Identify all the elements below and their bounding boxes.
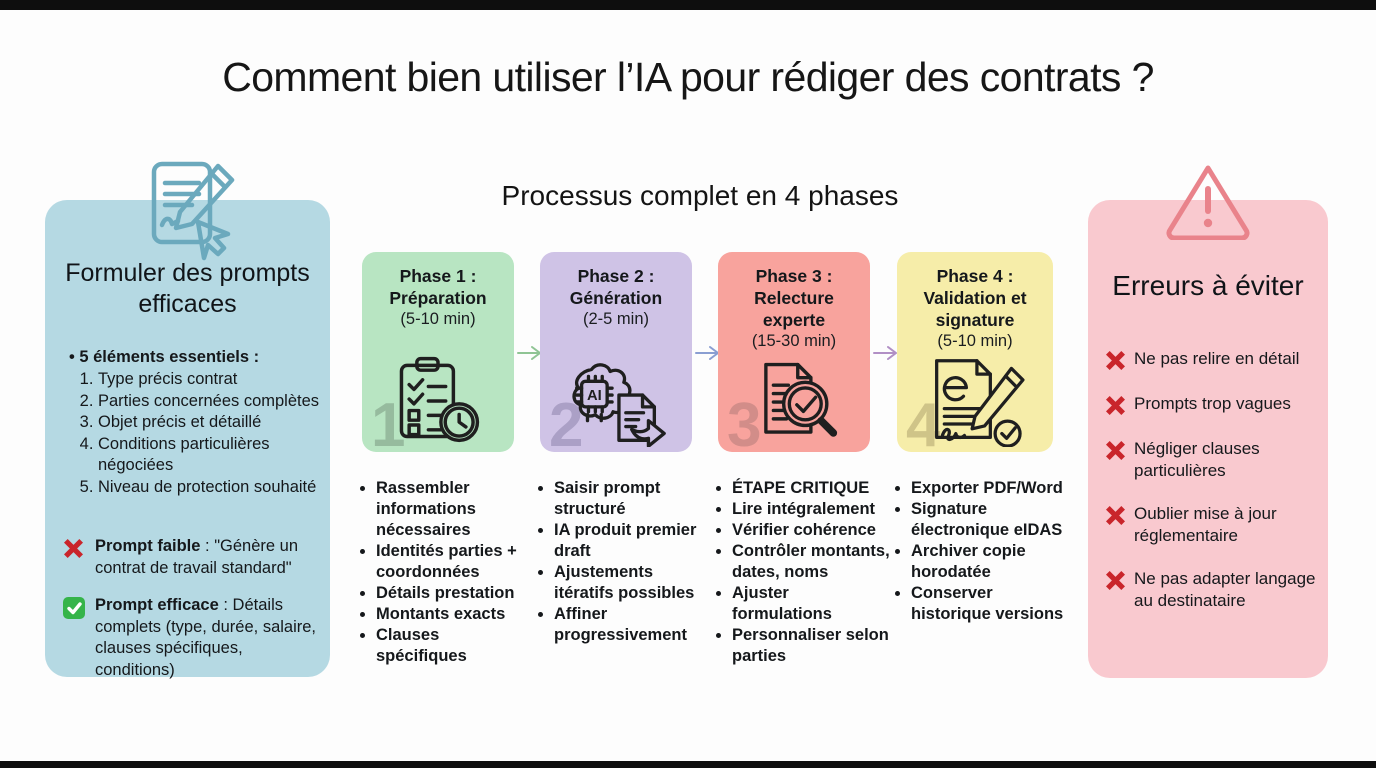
list-item: Conserver historique versions: [911, 583, 1069, 625]
x-cross-icon: [1104, 393, 1127, 417]
x-cross-icon: [1104, 568, 1127, 612]
phase-4-number: 4: [906, 391, 941, 460]
x-cross-icon: [1104, 503, 1127, 547]
list-item: ÉTAPE CRITIQUE: [732, 478, 890, 499]
list-item: Détails prestation: [376, 583, 534, 604]
top-letterbox-bar: [0, 0, 1376, 10]
list-item: Contrôler montants, dates, noms: [732, 541, 890, 583]
list-item: Ajuster formulations: [732, 583, 890, 625]
error-item-text: Ne pas adapter langage au destinataire: [1134, 569, 1316, 610]
document-esignature-pen-icon: [921, 355, 1029, 447]
list-item: Ajustements itératifs possibles: [554, 562, 712, 604]
list-item: Rassembler informations nécessaires: [376, 478, 534, 541]
list-item: Oublier mise à jour réglementaire: [1104, 503, 1320, 547]
essentials-heading: • 5 éléments essentiels :: [69, 347, 260, 366]
x-cross-icon: [1104, 348, 1127, 372]
error-item-text: Ne pas relire en détail: [1134, 349, 1300, 368]
phase-4-name: Validation et signature: [923, 288, 1027, 330]
phase-4-duration: (5-10 min): [937, 332, 1013, 350]
error-item-text: Oublier mise à jour réglementaire: [1134, 504, 1277, 545]
phase-2-bullets: Saisir prompt structuréIA produit premie…: [540, 478, 712, 646]
error-item-text: Prompts trop vagues: [1134, 394, 1291, 413]
x-cross-icon: [1104, 438, 1127, 482]
clipboard-checklist-clock-icon: [388, 353, 488, 447]
good-prompt-example: Prompt efficace : Détails complets (type…: [62, 595, 318, 681]
phase-1-column: Phase 1 : Préparation (5-10 min) 1 Rasse…: [362, 252, 517, 667]
process-heading: Processus complet en 4 phases: [501, 180, 899, 211]
list-item: Personnaliser selon parties: [732, 625, 890, 667]
prompts-panel: Formuler des prompts efficaces • 5 éléme…: [45, 161, 330, 679]
list-item: Objet précis et détaillé: [98, 412, 322, 434]
list-item: Exporter PDF/Word: [911, 478, 1069, 499]
list-item: Ne pas adapter langage au destinataire: [1104, 568, 1320, 612]
x-cross-icon: [62, 536, 87, 579]
list-item: Saisir prompt structuré: [554, 478, 712, 520]
document-magnifier-check-icon: [745, 357, 843, 447]
page-title: Comment bien utiliser l’IA pour rédiger …: [222, 54, 1154, 100]
list-item: Archiver copie horodatée: [911, 541, 1069, 583]
phase-1-bullets: Rassembler informations nécessairesIdent…: [362, 478, 534, 667]
list-item: Ne pas relire en détail: [1104, 348, 1320, 372]
phase-3-bullets: ÉTAPE CRITIQUELire intégralementVérifier…: [718, 478, 890, 667]
errors-panel: Erreurs à éviter Ne pas relire en détail…: [1088, 165, 1328, 678]
phase-3-card: Phase 3 : Relecture experte (15-30 min) …: [718, 252, 870, 457]
list-item: IA produit premier draft: [554, 520, 712, 562]
phase-1-card: Phase 1 : Préparation (5-10 min) 1: [362, 252, 514, 457]
essentials-heading-text: 5 éléments essentiels :: [79, 347, 260, 366]
list-item: Prompts trop vagues: [1104, 393, 1320, 417]
phase-3-duration: (15-30 min): [751, 332, 837, 350]
weak-prompt-example: Prompt faible : "Génère un contrat de tr…: [62, 536, 318, 579]
phase-3-label: Phase 3 :: [755, 266, 833, 286]
list-item: Clauses spécifiques: [376, 625, 534, 667]
svg-text:AI: AI: [587, 388, 602, 404]
list-item: Conditions particulières négociées: [98, 434, 322, 477]
phase-2-duration: (2-5 min): [582, 310, 649, 328]
phase-3-column: Phase 3 : Relecture experte (15-30 min) …: [718, 252, 890, 667]
list-item: Parties concernées complètes: [98, 391, 322, 413]
document-pencil-cursor-icon: [132, 158, 244, 262]
list-item: Affiner progressivement: [554, 604, 712, 646]
list-item: Type précis contrat: [98, 369, 322, 391]
essentials-list: Type précis contratParties concernées co…: [69, 369, 322, 498]
list-item: Vérifier cohérence: [732, 520, 890, 541]
brain-ai-document-icon: AI: [558, 351, 674, 447]
phase-4-column: Phase 4 : Validation et signature (5-10 …: [897, 252, 1063, 625]
essentials-block: • 5 éléments essentiels : Type précis co…: [69, 347, 322, 499]
good-prompt-text: Prompt efficace : Détails complets (type…: [95, 595, 318, 681]
list-item: Lire intégralement: [732, 499, 890, 520]
weak-prompt-text: Prompt faible : "Génère un contrat de tr…: [95, 536, 318, 579]
phase-1-name: Préparation: [389, 288, 487, 308]
phase-3-name: Relecture experte: [754, 288, 834, 330]
warning-triangle-icon: [1165, 162, 1251, 240]
weak-prompt-body: : "Génère un contrat de travail standard…: [95, 537, 299, 577]
errors-panel-title: Erreurs à éviter: [1112, 270, 1304, 301]
phase-3-number: 3: [727, 391, 762, 460]
check-square-icon: [62, 595, 87, 681]
phase-2-label: Phase 2 :: [577, 266, 655, 286]
weak-prompt-label: Prompt faible: [95, 537, 201, 555]
phase-2-column: Phase 2 : Génération (2-5 min) 2 AI Sais…: [540, 252, 696, 646]
error-item-text: Négliger clauses particulières: [1134, 439, 1260, 480]
good-prompt-body: : Détails complets (type, durée, salaire…: [95, 596, 317, 679]
phase-2-card: Phase 2 : Génération (2-5 min) 2 AI: [540, 252, 692, 457]
phase-4-label: Phase 4 :: [936, 266, 1014, 286]
list-item: Montants exacts: [376, 604, 534, 625]
list-item: Niveau de protection souhaité: [98, 477, 322, 499]
bottom-letterbox-bar: [0, 761, 1376, 768]
phase-4-card: Phase 4 : Validation et signature (5-10 …: [897, 252, 1053, 457]
phase-2-name: Génération: [569, 288, 663, 308]
list-item: Identités parties + coordonnées: [376, 541, 534, 583]
list-item: Négliger clauses particulières: [1104, 438, 1320, 482]
arrow-right-icon: [873, 345, 899, 361]
list-item: Signature électronique eIDAS: [911, 499, 1069, 541]
phase-1-duration: (5-10 min): [400, 310, 476, 328]
phase-4-bullets: Exporter PDF/WordSignature électronique …: [897, 478, 1069, 625]
phase-1-label: Phase 1 :: [399, 266, 477, 286]
prompts-panel-title: Formuler des prompts efficaces: [65, 259, 310, 319]
good-prompt-label: Prompt efficace: [95, 596, 219, 614]
